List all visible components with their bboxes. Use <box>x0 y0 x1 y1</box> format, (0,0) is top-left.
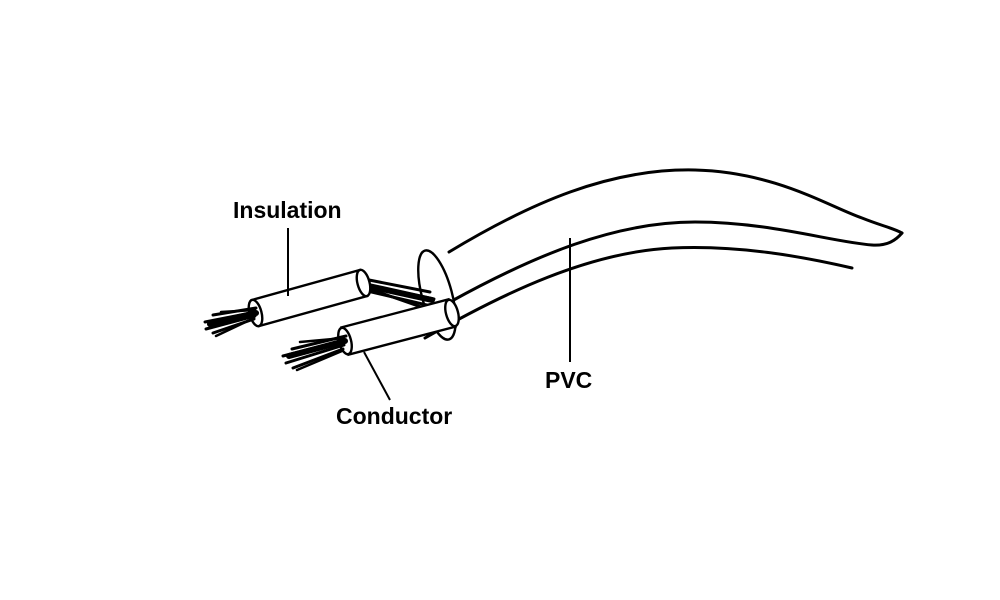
wire-lower-insulation-sleeve <box>337 297 460 357</box>
wire-upper-insulation-sleeve <box>247 268 372 328</box>
insulation-label: Insulation <box>233 197 342 223</box>
pvc-label: PVC <box>545 367 592 393</box>
conductor-pointer-line <box>363 351 391 401</box>
wire-lower-conductor-tip <box>281 334 348 372</box>
sleeve-end-cap <box>355 268 372 298</box>
jacket-near-contour <box>423 246 854 340</box>
jacket-far-contour <box>448 220 904 304</box>
annotations: Insulation Conductor PVC <box>233 197 592 429</box>
pvc-jacket <box>417 168 904 341</box>
wire-upper-conductor-rear <box>361 277 436 310</box>
wire-upper-conductor-tip <box>203 306 259 338</box>
sleeve-end-cap <box>444 298 460 328</box>
sleeve-body <box>250 268 369 328</box>
sleeve-body <box>340 297 457 357</box>
jacket-top-contour <box>447 168 904 254</box>
conductor-label: Conductor <box>336 403 452 429</box>
